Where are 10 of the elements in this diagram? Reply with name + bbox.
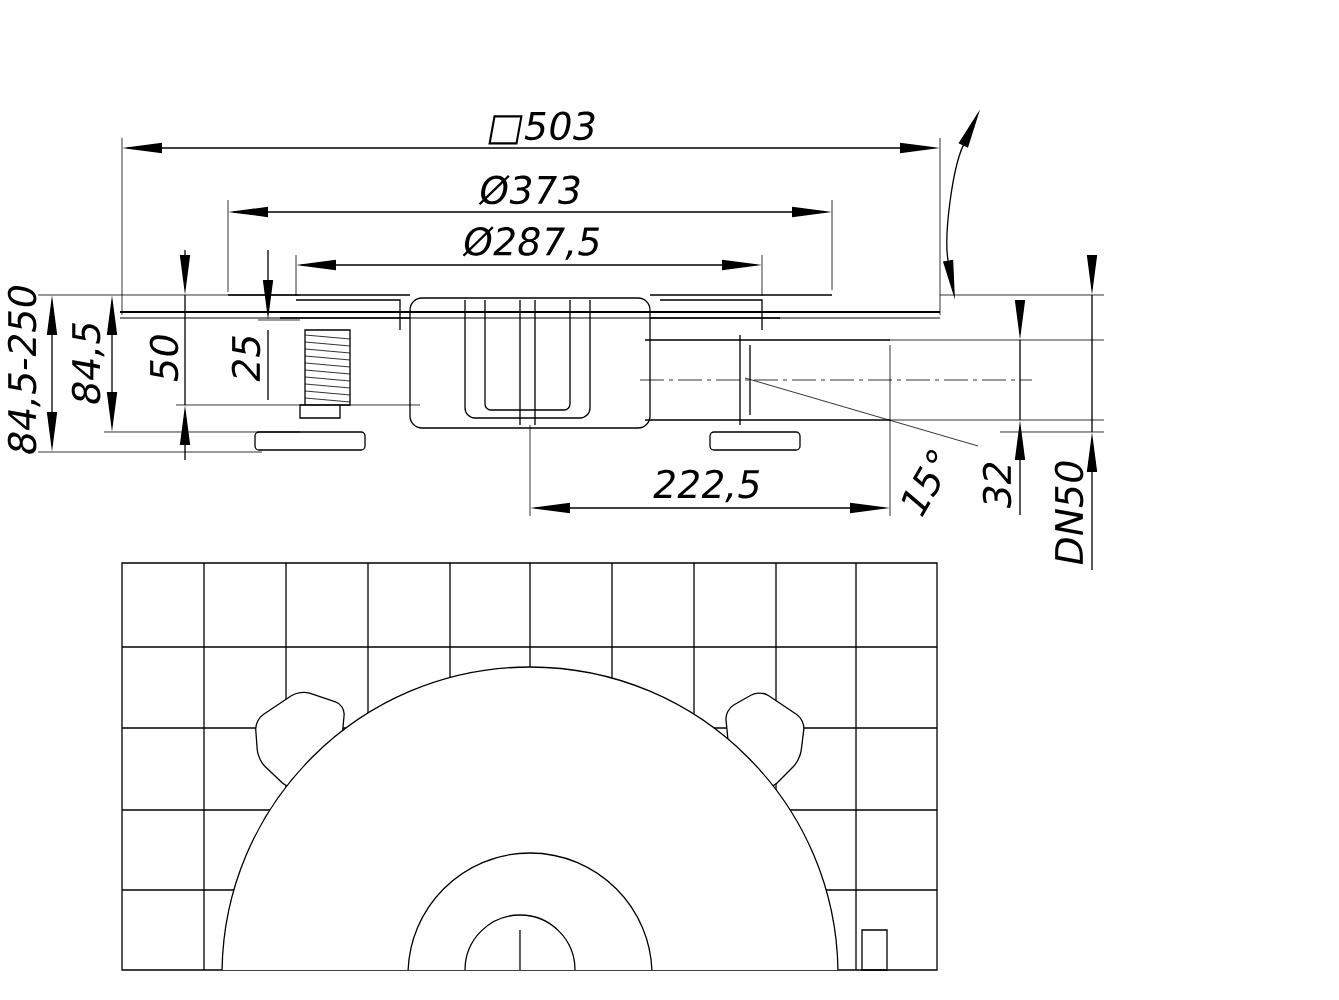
dimension-label: Ø373 xyxy=(478,174,580,206)
dimension-label: 84,5-250 xyxy=(7,286,41,454)
dimension-label: DN50 xyxy=(1054,461,1084,565)
dimension-label: 32 xyxy=(982,462,1012,509)
dimension-label: 84,5 xyxy=(71,323,105,404)
dimension-label: □503 xyxy=(488,111,595,145)
dimension-label: Ø287,5 xyxy=(462,226,599,260)
dimension-label: 222,5 xyxy=(653,469,759,503)
dimension-label: 25 xyxy=(231,336,261,382)
dimension-label: 50 xyxy=(149,335,179,382)
